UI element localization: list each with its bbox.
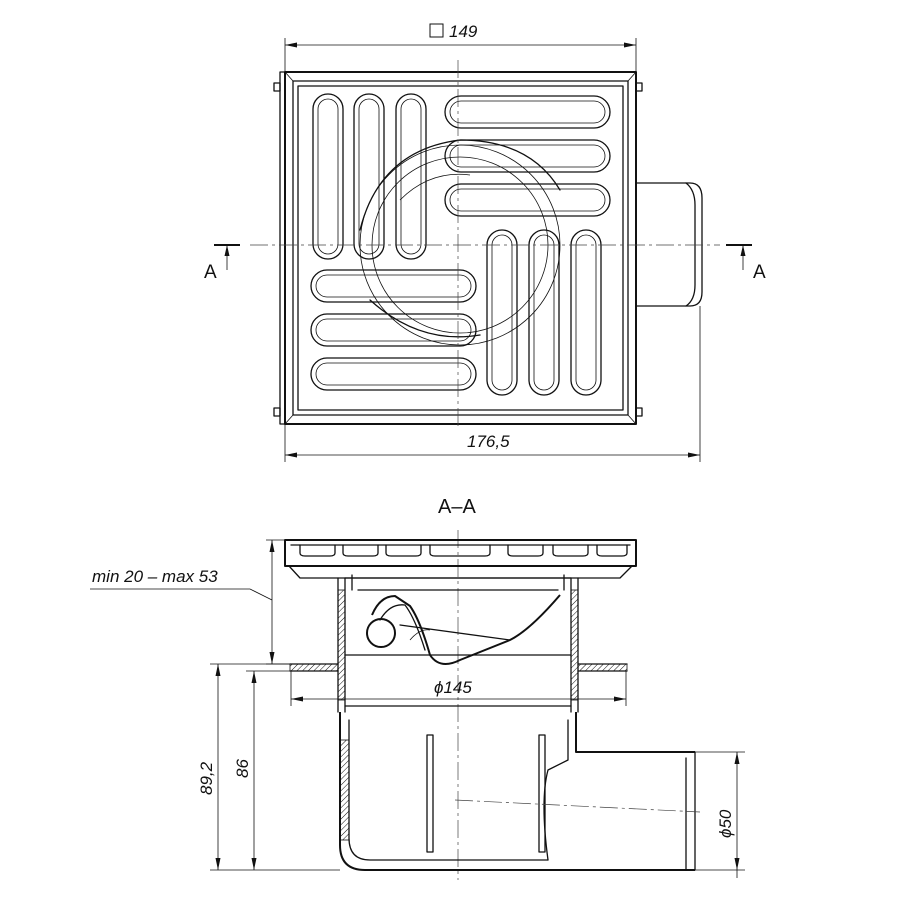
dim-50-label: ϕ50 bbox=[716, 809, 735, 838]
dimension-89-2: 89,2 bbox=[197, 663, 340, 871]
dimension-86: 86 bbox=[233, 670, 290, 870]
grate-section bbox=[284, 539, 637, 579]
section-view: А–А bbox=[90, 496, 745, 880]
flange-section: ϕ145 bbox=[289, 654, 628, 707]
dimension-adjustment: min 20 – max 53 bbox=[90, 539, 290, 665]
grate-slots bbox=[310, 93, 611, 396]
dim-89-2-label: 89,2 bbox=[197, 761, 216, 795]
dimension-176-5: 176,5 bbox=[284, 306, 701, 462]
odour-trap-flap bbox=[366, 594, 561, 665]
outlet-pipe-top bbox=[635, 182, 703, 307]
dimension-149: 149 bbox=[284, 22, 637, 72]
dimension-50: ϕ50 bbox=[695, 751, 745, 878]
dim-adjustment-label: min 20 – max 53 bbox=[92, 567, 218, 586]
section-mark-left: А bbox=[204, 244, 240, 283]
bowl-through-slots bbox=[359, 139, 561, 346]
extension-section bbox=[337, 574, 579, 713]
section-mark-left-label: А bbox=[204, 262, 217, 283]
section-title: А–А bbox=[438, 496, 476, 518]
square-symbol-icon bbox=[429, 23, 444, 38]
top-view: 149 bbox=[204, 22, 766, 462]
lower-body-section bbox=[339, 712, 701, 871]
dim-86-label: 86 bbox=[233, 759, 252, 778]
section-mark-right: А bbox=[726, 244, 766, 283]
dim-149-label: 149 bbox=[449, 22, 478, 41]
section-mark-right-label: А bbox=[753, 262, 766, 283]
dim-145-label: ϕ145 bbox=[434, 678, 472, 697]
dim-176-5-label: 176,5 bbox=[467, 432, 510, 451]
